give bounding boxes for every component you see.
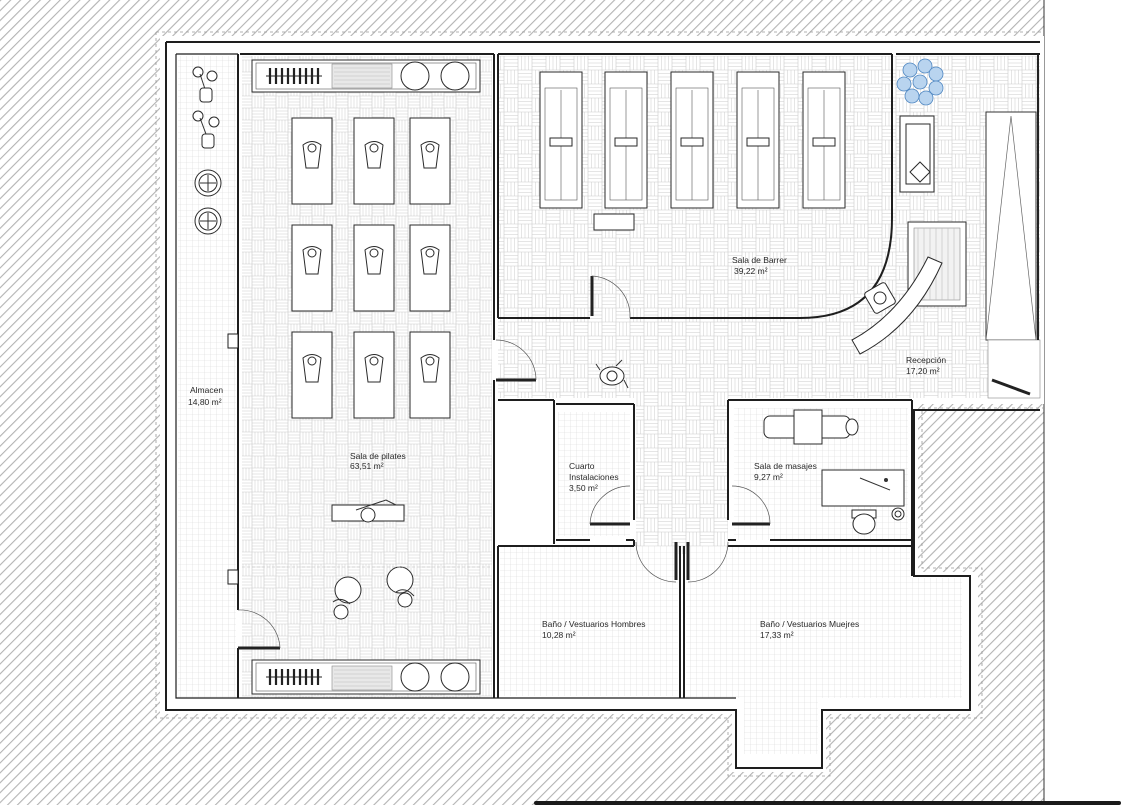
room-name-instalaciones-2: Instalaciones [569,472,619,482]
room-area-almacen: 14,80 m² [188,397,222,407]
cuarto-void [498,404,554,544]
person-with-ball-icon [386,566,415,608]
toilet-icon [851,509,877,535]
room-area-mujeres: 17,33 m² [760,630,794,640]
door-masajes[interactable] [731,485,771,526]
room-name-barrer: Sala de Barrer [732,255,787,265]
outer-wall [165,41,1040,769]
room-name-hombres: Baño / Vestuarios Hombres [542,619,645,629]
pilates-mats [291,117,451,419]
reformer [670,71,714,209]
weight-plate-icon [194,207,222,235]
massage-cabinet [821,469,905,507]
room-name-almacen: Almacen [190,385,223,395]
room-area-hombres: 10,28 m² [542,630,576,640]
room-name-instalaciones-1: Cuarto [569,461,595,471]
room-name-masajes: Sala de masajes [754,461,817,471]
reformer [736,71,780,209]
instalaciones-floor [558,412,630,536]
reception-desk [851,256,943,355]
room-labels: Almacen 14,80 m² Sala de pilates 63,51 m… [188,255,946,640]
person-with-ball-icon [332,576,362,620]
pilates-shelf-top [251,59,481,93]
room-area-pilates: 63,51 m² [350,461,384,471]
mat [291,117,333,205]
massage-room-furniture [763,409,905,535]
almacen-equipment [192,66,222,235]
mat [409,117,451,205]
mat [353,117,395,205]
reception-area [595,58,967,389]
door-mujeres[interactable] [686,541,729,583]
reformer [802,71,846,209]
exercise-bike-icon [192,110,220,149]
almacen-floor [178,56,236,698]
room-area-barrer: 39,22 m² [734,266,768,276]
mat [353,331,395,419]
room-name-recepcion: Recepción [906,355,946,365]
instructor-mat [331,499,405,523]
mat [409,224,451,312]
sink-icon [891,507,905,521]
internal-walls [227,53,1040,698]
mat [409,331,451,419]
person-walking-icon [595,359,629,389]
reformer [539,71,583,209]
reformer-machines [539,71,846,231]
doors [237,275,771,650]
door-pilates[interactable] [495,339,537,382]
mujeres-floor [686,546,962,754]
entrance-glazing [985,111,1037,341]
pilates-shelf-bottom [251,659,481,695]
massage-table-icon [763,409,859,445]
room-area-masajes: 9,27 m² [754,472,783,482]
scroll-indicator[interactable] [534,801,1121,805]
mat [291,224,333,312]
room-area-instalaciones: 3,50 m² [569,483,598,493]
reformer [604,71,648,209]
mat [353,224,395,312]
white-margin [1044,0,1121,805]
door-barrer[interactable] [590,275,631,319]
room-name-mujeres: Baño / Vestuarios Muejres [760,619,859,629]
instructor-step [593,213,635,231]
door-almacen[interactable] [237,609,281,650]
sofa-icon [899,115,935,193]
receptionist-chair-icon [864,282,896,314]
room-name-pilates: Sala de pilates [350,451,406,461]
mat [291,331,333,419]
door-hombres[interactable] [635,541,678,583]
room-area-recepcion: 17,20 m² [906,366,940,376]
exercise-bike-icon [192,66,218,103]
door-instalaciones[interactable] [589,485,631,526]
plant-icon [896,58,944,106]
weight-plate-icon [194,169,222,197]
exterior-dashed-outline [155,31,1044,777]
